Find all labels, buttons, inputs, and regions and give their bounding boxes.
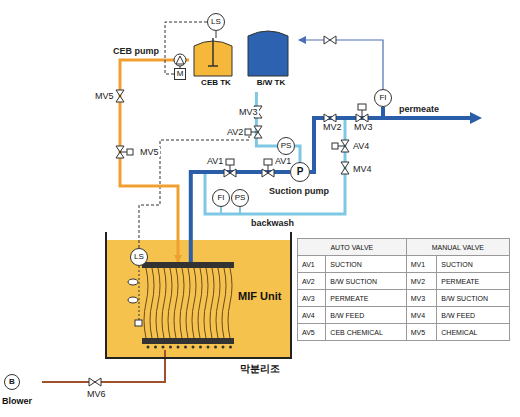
float-weight — [135, 320, 142, 326]
valve-symbol — [356, 104, 368, 122]
valve-tag: MV4 — [352, 164, 373, 174]
float — [128, 279, 138, 285]
node-label: 막분리조 — [240, 362, 280, 375]
node-label: FI — [379, 94, 386, 102]
table-cell: B/W FEED — [330, 312, 364, 319]
motor-box: M — [174, 68, 186, 80]
node-label: LS — [211, 18, 221, 26]
table-cell: CEB CHEMICAL — [330, 329, 383, 336]
flow-indicator: FI — [374, 89, 392, 107]
valve-symbol — [224, 159, 236, 177]
blower: B Blower — [0, 372, 42, 416]
table-cell: MV1 — [411, 261, 425, 268]
level-switch: LS — [130, 248, 148, 266]
node-label: P — [297, 167, 304, 177]
pipe-connector — [299, 40, 383, 89]
valve-tag: MV5 — [139, 147, 160, 157]
table-cell: AV3 — [302, 295, 315, 302]
table-cell: SUCTION — [441, 261, 473, 268]
valve-tag: MV3 — [238, 107, 259, 117]
node-label: FI — [217, 194, 224, 202]
level-switch: LS — [207, 13, 225, 31]
table-cell: AV5 — [302, 329, 315, 336]
valve-symbol — [262, 159, 274, 177]
node-label: CEB TK — [189, 78, 243, 88]
valve-tag: Suction pump — [268, 186, 330, 196]
table-cell: B/W SUCTION — [330, 278, 377, 285]
valve-tag: AV1 — [206, 156, 224, 166]
level-float-stem — [139, 266, 140, 322]
valve-symbol — [341, 162, 349, 174]
node-label: Blower — [2, 396, 32, 407]
valve-tag: MV5 — [94, 91, 115, 101]
valve-tag: MV2 — [322, 122, 343, 132]
node-label: B — [9, 378, 15, 386]
table-cell: MANUAL VALVE — [432, 244, 484, 251]
table-cell: SUCTION — [330, 261, 362, 268]
node-label: M — [177, 70, 184, 78]
table-cell: MV2 — [411, 278, 425, 285]
valve-symbol — [116, 90, 124, 102]
valve-tag: AV4 — [352, 141, 370, 151]
ceb-tank: CEB TK — [189, 38, 243, 92]
table-cell: MV3 — [411, 295, 425, 302]
table-cell: B/W FEED — [441, 312, 475, 319]
valve-tag: AV2 — [226, 127, 244, 137]
pressure-switch: PS — [231, 189, 249, 207]
table-cell: AV4 — [302, 312, 315, 319]
valve-tag: AV1 — [274, 156, 292, 166]
flow-indicator: FI — [212, 189, 230, 207]
valve-symbol — [324, 36, 336, 44]
pipe-connector — [295, 146, 300, 162]
permeate-pipe — [383, 116, 470, 120]
tank-liquid — [106, 240, 291, 358]
valve-tag: MV3 — [353, 122, 374, 132]
valve-symbol — [89, 378, 101, 386]
flow-arrow — [470, 112, 482, 124]
valve-symbol — [332, 140, 349, 152]
pipe-connector — [120, 60, 189, 262]
float — [128, 297, 138, 303]
node-label: PS — [235, 194, 246, 202]
pipe-connector — [310, 107, 383, 172]
backwash-tank: B/W TK — [243, 28, 299, 92]
backwash-pipe — [205, 118, 345, 214]
valve-tag: CEB pump — [112, 46, 160, 56]
valve-symbol — [116, 146, 133, 158]
mif-unit: MIF Unit — [140, 262, 285, 350]
pressure-switch: PS — [277, 137, 295, 155]
instrument-stem — [221, 207, 240, 214]
valve-table: AUTO VALVE MANUAL VALVE AV1 SUCTION MV1 SUCTI… — [297, 238, 510, 341]
pipe-connector — [42, 350, 165, 382]
valve-symbol — [324, 114, 336, 122]
node-label: LS — [134, 253, 144, 261]
table-cell: MV5 — [411, 329, 425, 336]
valve-tag: permeate — [398, 104, 440, 114]
node-label: MIF Unit — [238, 290, 281, 303]
valve-tag: MV6 — [86, 389, 107, 399]
table-cell: MV4 — [411, 312, 425, 319]
table-cell: PERMEATE — [330, 295, 368, 302]
pump-symbol — [174, 54, 186, 66]
valve-symbol — [245, 126, 262, 138]
node-label: PS — [281, 142, 292, 150]
suction-pump: P — [290, 162, 310, 182]
pipe-connector — [216, 31, 217, 38]
table-cell: PERMEATE — [441, 278, 479, 285]
control-line — [139, 136, 249, 248]
valve-tag: backwash — [250, 218, 295, 228]
table-cell: AV1 — [302, 261, 315, 268]
node-label: B/W TK — [243, 78, 299, 88]
table-cell: B/W SUCTION — [441, 295, 488, 302]
table-cell: AV2 — [302, 278, 315, 285]
blower-circle: B — [4, 374, 20, 390]
table-cell: CHEMICAL — [441, 329, 477, 336]
table-cell: AUTO VALVE — [330, 244, 373, 251]
